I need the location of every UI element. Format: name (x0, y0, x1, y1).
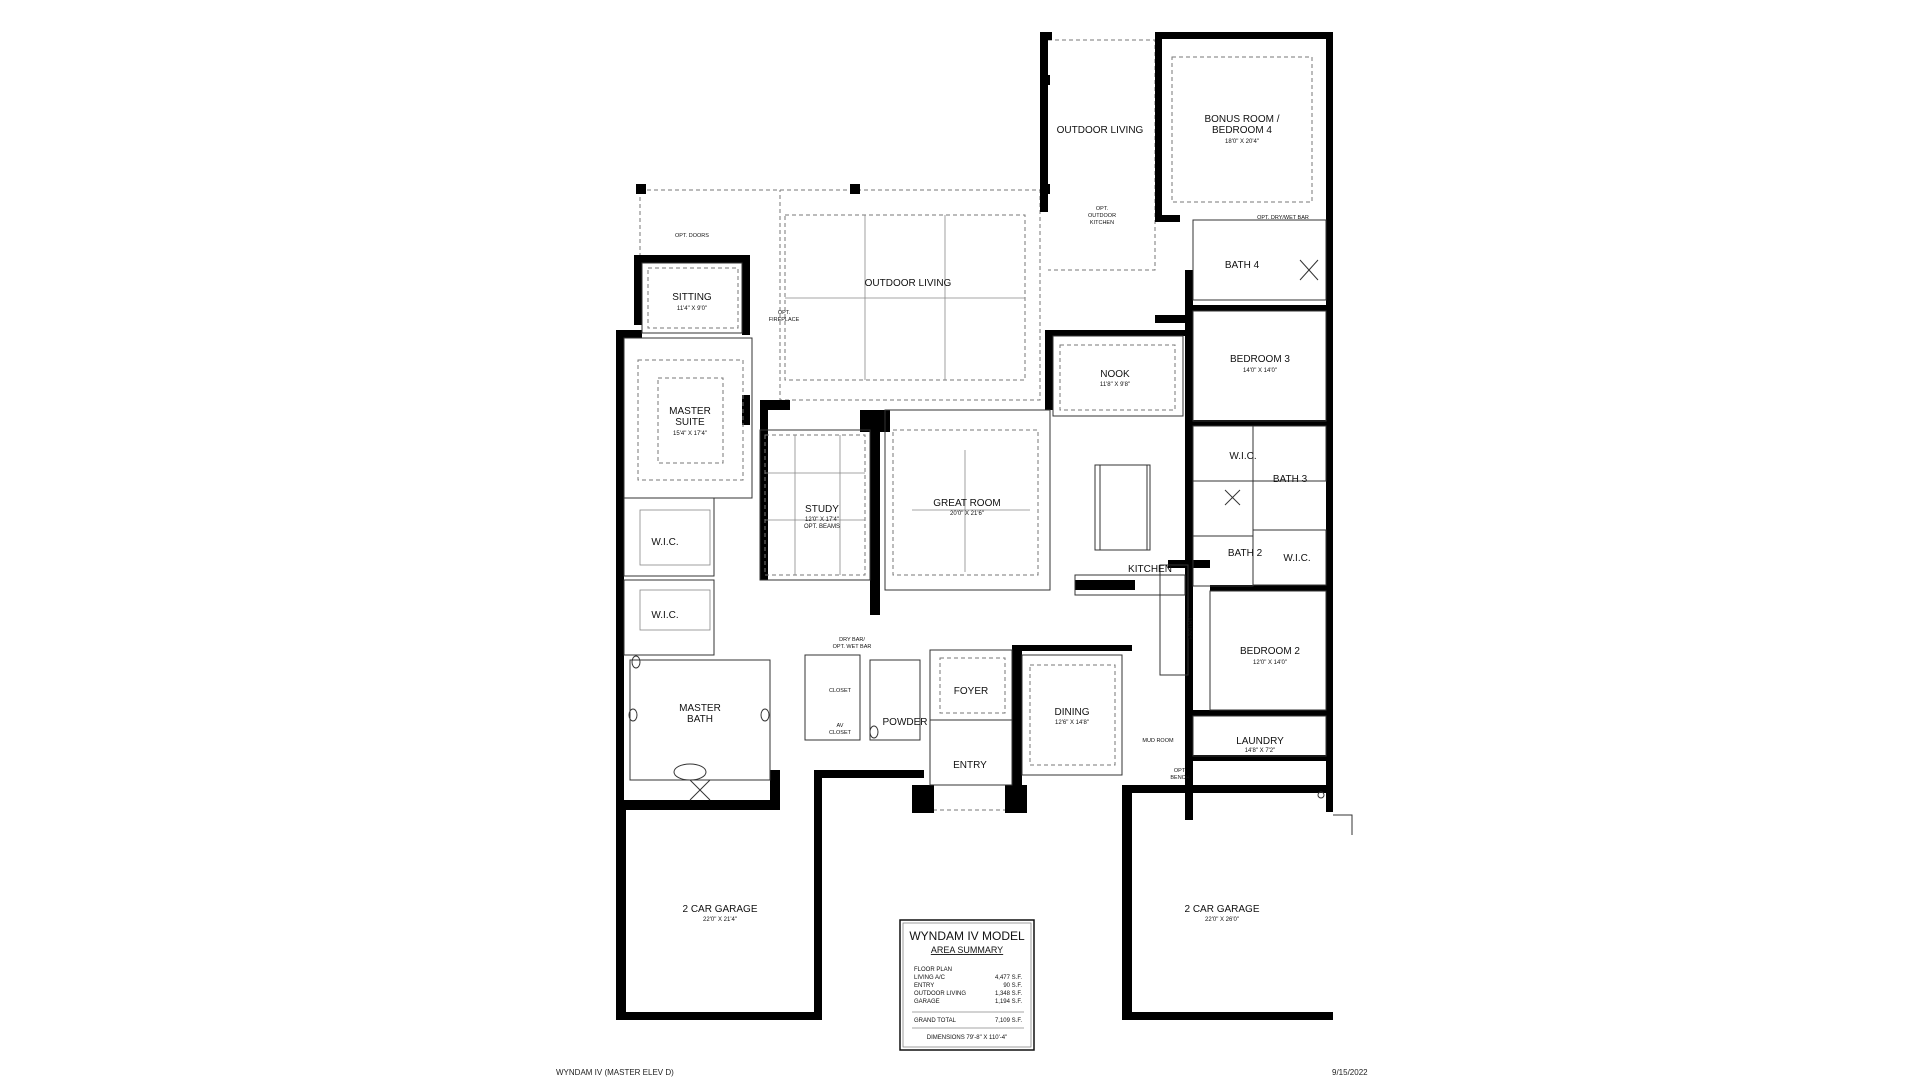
dims-master-suite: 15'4" X 17'4" (673, 431, 707, 437)
footer-plan-name: WYNDAM IV (MASTER ELEV D) (556, 1068, 674, 1077)
label-wic-master1: W.I.C. (651, 537, 678, 548)
label-opt-fireplace-1: OPT. (778, 310, 791, 316)
label-opt-fireplace-2: FIREPLACE (769, 317, 800, 323)
label-closet: CLOSET (829, 688, 852, 694)
fixtures (628, 259, 1353, 835)
summary-dimensions: DIMENSIONS 79'-8" X 110'-4" (927, 1035, 1007, 1041)
label-dining: DINING (1055, 707, 1090, 718)
label-av-closet-1: AV (837, 723, 844, 729)
label-dry-bar-1: DRY BAR/ (839, 637, 865, 643)
summary-title: WYNDAM IV MODEL (909, 929, 1025, 943)
label-garage-right: 2 CAR GARAGE (1184, 904, 1259, 915)
dims-garage-right: 22'0" X 26'0" (1205, 917, 1239, 923)
label-av-closet-2: CLOSET (829, 730, 852, 736)
area-summary: WYNDAM IV MODEL AREA SUMMARY FLOOR PLAN … (899, 919, 1035, 1051)
label-bedroom2: BEDROOM 2 (1240, 646, 1300, 657)
label-opt-bench-2: BENCH (1170, 775, 1189, 781)
dims-bedroom2: 12'0" X 14'0" (1253, 660, 1287, 666)
label-outdoor-living-main: OUTDOOR LIVING (865, 278, 952, 289)
label-master-bath-line2: BATH (687, 714, 713, 725)
label-wic-bed3: W.I.C. (1229, 451, 1256, 462)
summary-row-label: LIVING A/C (914, 975, 946, 981)
label-bath3: BATH 3 (1273, 474, 1308, 485)
dims-bonus-room: 18'0" X 20'4" (1225, 139, 1259, 145)
plan-outlines (639, 39, 1156, 811)
label-master-suite-line2: SUITE (675, 417, 705, 428)
summary-row-value: 1,348 S.F. (995, 991, 1022, 997)
label-outdoor-living-rear: OUTDOOR LIVING (1057, 125, 1144, 136)
label-pantry: PANTRY (1188, 617, 1194, 639)
dims-nook: 11'8" X 9'8" (1100, 382, 1130, 388)
label-master-bath-line1: MASTER (679, 703, 721, 714)
label-kitchen: KITCHEN (1128, 564, 1172, 575)
dims-laundry: 14'8" X 7'2" (1245, 748, 1276, 754)
label-opt-doors: OPT. DOORS (675, 233, 709, 239)
room-labels: OUTDOOR LIVING BONUS ROOM / BEDROOM 4 18… (651, 114, 1310, 923)
label-entry: ENTRY (953, 760, 987, 771)
dims-garage-left: 22'0" X 21'4" (703, 917, 737, 923)
label-bedroom3: BEDROOM 3 (1230, 354, 1290, 365)
label-opt-dry-wet-bar: OPT. DRY/WET BAR (1257, 215, 1309, 221)
summary-row-label: ENTRY (914, 983, 934, 989)
label-nook: NOOK (1100, 369, 1130, 380)
label-study: STUDY (805, 504, 839, 515)
summary-total-value: 7,109 S.F. (995, 1018, 1022, 1024)
label-great-room: GREAT ROOM (933, 498, 1000, 509)
label-powder: POWDER (883, 717, 928, 728)
dims-bedroom3: 14'0" X 14'0" (1243, 368, 1277, 374)
label-laundry: LAUNDRY (1236, 736, 1284, 747)
summary-row-label: GARAGE (914, 999, 940, 1005)
label-bath4: BATH 4 (1225, 260, 1260, 271)
note-study: OPT. BEAMS (804, 524, 840, 530)
dims-dining: 12'6" X 14'8" (1055, 720, 1089, 726)
label-wic-master2: W.I.C. (651, 610, 678, 621)
label-bonus-room-line1: BONUS ROOM / (1204, 114, 1279, 125)
summary-row-value: 1,194 S.F. (995, 999, 1022, 1005)
label-garage-left: 2 CAR GARAGE (682, 904, 757, 915)
label-sitting: SITTING (672, 292, 712, 303)
summary-row-value: 4,477 S.F. (995, 975, 1022, 981)
dims-sitting: 11'4" X 9'0" (677, 306, 707, 312)
summary-section: FLOOR PLAN (914, 967, 952, 973)
label-bath2: BATH 2 (1228, 548, 1263, 559)
summary-row-value: 90 S.F. (1003, 983, 1022, 989)
summary-row-label: OUTDOOR LIVING (914, 991, 966, 997)
label-mud-room: MUD ROOM (1142, 738, 1174, 744)
exterior-walls (616, 32, 1333, 1020)
summary-total-label: GRAND TOTAL (914, 1018, 957, 1024)
label-opt-outdoor-kitchen-3: KITCHEN (1090, 220, 1114, 226)
label-dry-bar-2: OPT. WET BAR (833, 644, 872, 650)
label-opt-outdoor-kitchen-1: OPT. (1096, 206, 1109, 212)
dims-great-room: 20'0" X 21'6" (950, 511, 984, 517)
ceiling-features (637, 56, 1313, 766)
label-master-suite-line1: MASTER (669, 406, 711, 417)
label-bonus-room-line2: BEDROOM 4 (1212, 125, 1272, 136)
label-wic-bed2: W.I.C. (1283, 553, 1310, 564)
label-foyer: FOYER (954, 686, 988, 697)
label-opt-outdoor-kitchen-2: OUTDOOR (1088, 213, 1116, 219)
dims-study: 12'0" X 17'4" (805, 517, 839, 523)
summary-subtitle: AREA SUMMARY (931, 945, 1003, 955)
label-opt-bench-1: OPT. (1174, 768, 1187, 774)
footer-date: 9/15/2022 (1332, 1068, 1368, 1077)
